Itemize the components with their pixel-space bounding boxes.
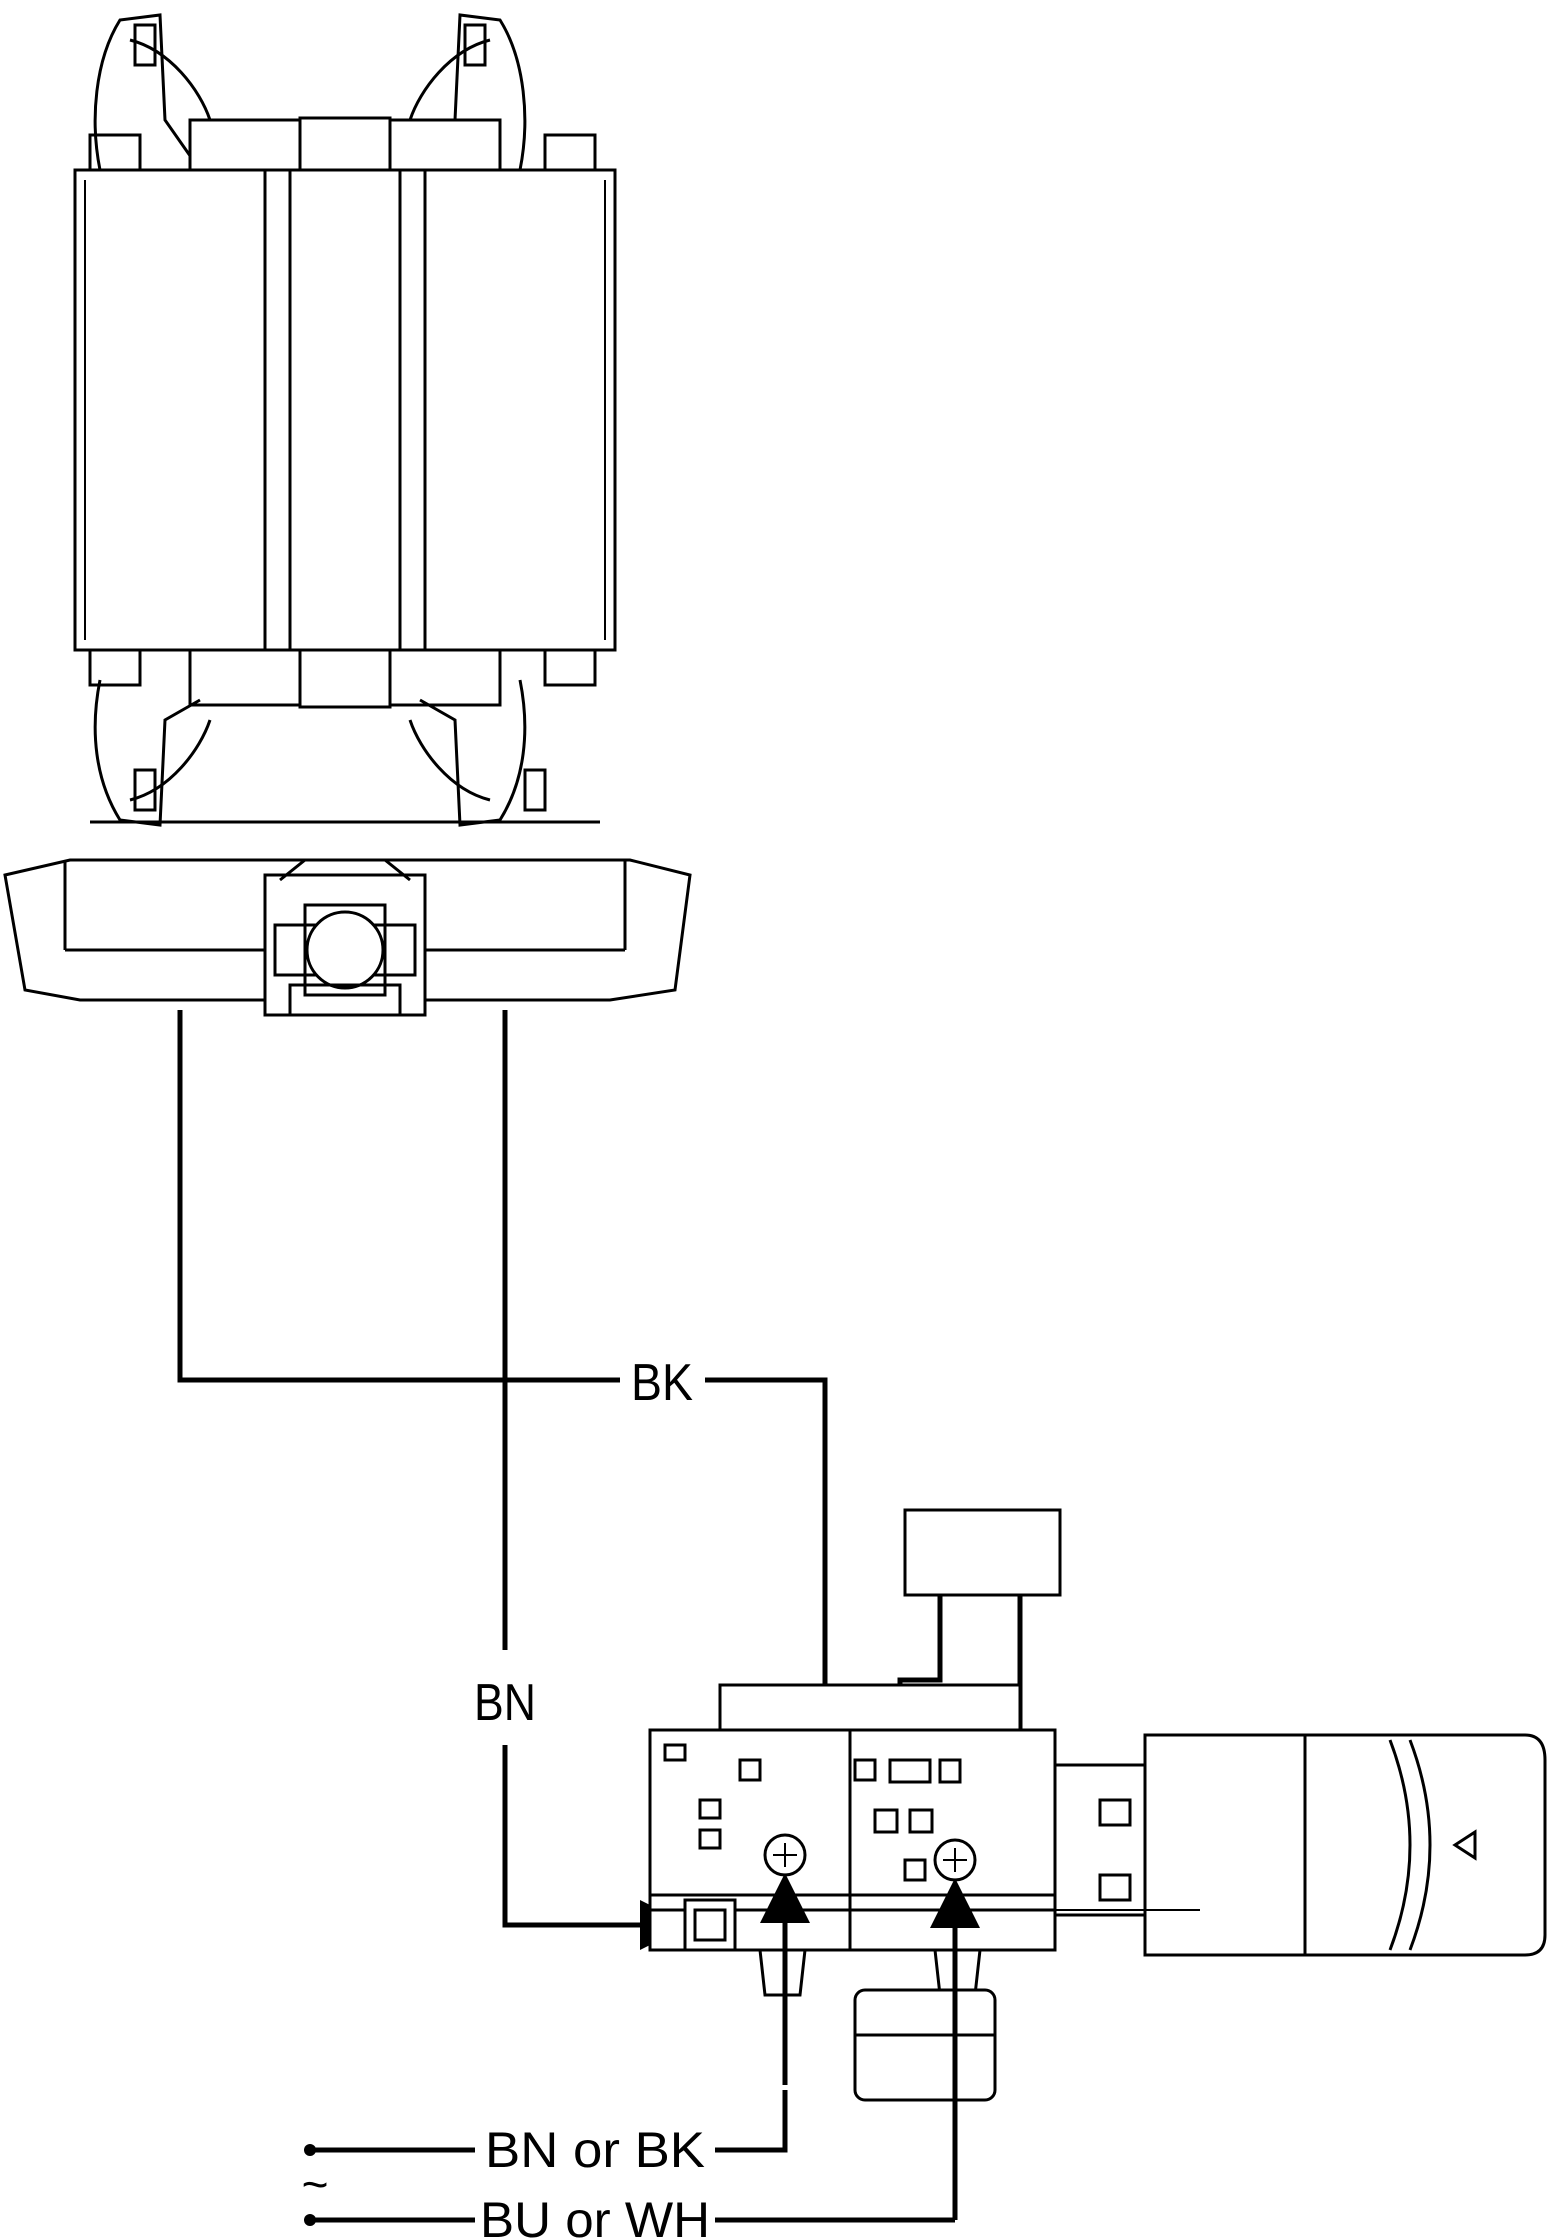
motor-base-housing	[3, 858, 692, 1017]
bn-wire-continued	[502, 1745, 690, 1950]
supply-label-2: BU or WH	[480, 2192, 710, 2240]
supply-label-1: BN or BK	[485, 2122, 705, 2178]
motor-assembly	[3, 13, 692, 1017]
bk-wire-label: BK	[631, 1354, 693, 1412]
bk-label-bg	[620, 1350, 705, 1410]
top-field-winding	[88, 13, 597, 172]
ac-symbol: ~	[302, 2158, 329, 2210]
bottom-field-winding	[88, 648, 600, 827]
switch-module	[648, 1683, 1547, 2102]
bk-wire	[177, 1010, 620, 1383]
supply-line-1	[715, 2090, 788, 2153]
stator-core	[73, 168, 617, 652]
bn-label-bg	[470, 1655, 540, 1740]
supply-lines	[304, 1873, 980, 2226]
bn-wire-label: BN	[474, 1674, 536, 1732]
